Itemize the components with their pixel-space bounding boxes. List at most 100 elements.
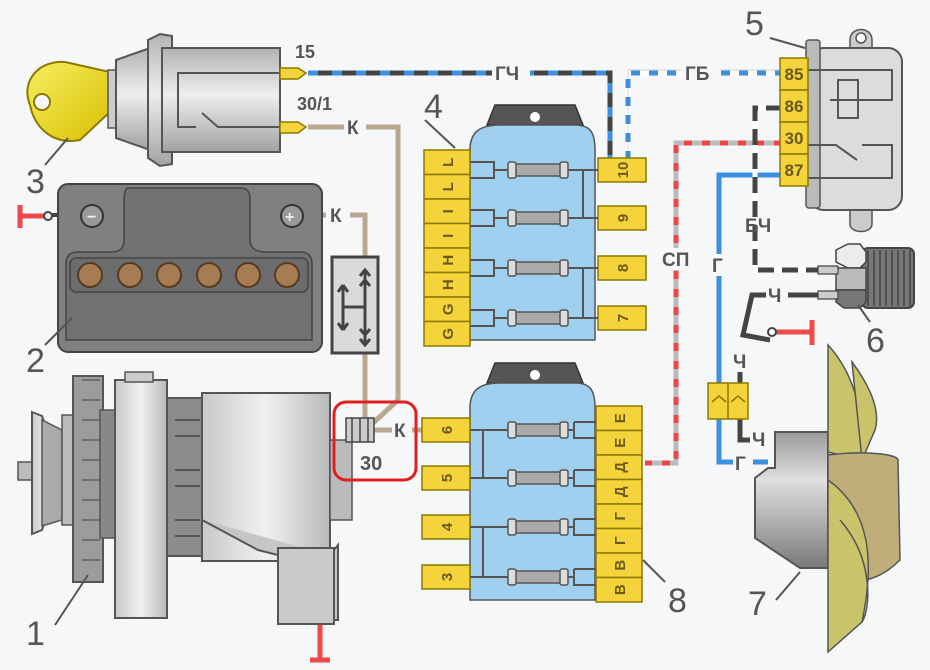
pin-right-7: 7: [597, 305, 647, 331]
relay-pin-86: 86: [779, 89, 809, 123]
svg-text:H: H: [440, 279, 457, 290]
pin-label-30-1: 30/1: [297, 94, 332, 114]
battery-minus-terminal: −: [80, 204, 104, 228]
pin-right-10: 10: [597, 157, 647, 183]
pin-right-1: Е: [595, 429, 643, 456]
wire-label-ch-sensor: Ч: [768, 286, 781, 307]
svg-text:H: H: [440, 255, 457, 266]
relay: 85 86 30 87 5: [745, 5, 903, 233]
fuse-block-4: L L I I H H G G 10 9 8 7 4: [423, 88, 647, 347]
component-number-8: 8: [668, 582, 687, 620]
wire-label-k-alternator: К: [394, 421, 406, 442]
thermal-fuse: [707, 382, 749, 420]
relay-pin-30: 30: [779, 121, 809, 155]
ground-battery: [17, 205, 53, 228]
pin-right-0: Е: [595, 405, 643, 432]
svg-text:87: 87: [785, 161, 804, 180]
pin-right-2: Д: [595, 454, 643, 481]
ground-alternator: [310, 625, 330, 663]
ignition-switch: 15 30/1 3: [26, 32, 332, 201]
inline-connector: [330, 255, 380, 355]
svg-text:G: G: [440, 303, 457, 315]
svg-text:Д: Д: [612, 462, 629, 473]
fan-motor: 7: [748, 343, 901, 654]
svg-text:9: 9: [615, 214, 632, 222]
wire-label-g: Г: [712, 256, 723, 277]
fuse-icon: [507, 421, 569, 439]
pin-left-3: I: [423, 222, 471, 249]
pin-right-3: Д: [595, 478, 643, 505]
wire-label-ch-upper: Ч: [733, 352, 746, 373]
wire-label-k-switch: К: [347, 118, 359, 139]
svg-text:Е: Е: [612, 413, 629, 423]
svg-text:L: L: [440, 182, 457, 191]
pin-right-4: Г: [595, 503, 643, 530]
component-number-3: 3: [26, 163, 45, 201]
component-number-4: 4: [424, 88, 443, 126]
svg-text:Г: Г: [612, 536, 629, 545]
fuse-icon: [507, 568, 569, 586]
svg-text:30: 30: [785, 129, 804, 148]
pin-right-5: Г: [595, 527, 643, 554]
svg-text:В: В: [612, 584, 629, 595]
wire-label-gb: ГБ: [685, 64, 709, 85]
relay-pins: 85 86 30 87: [779, 57, 809, 187]
wire-label-sp: СП: [662, 250, 689, 271]
component-number-6: 6: [866, 322, 885, 360]
pin-left-2: I: [423, 198, 471, 225]
pin-label-15: 15: [295, 42, 315, 62]
component-number-5: 5: [745, 5, 764, 43]
svg-text:6: 6: [439, 426, 456, 434]
svg-text:7: 7: [615, 314, 632, 322]
wire-bch: [752, 105, 836, 273]
svg-text:Г: Г: [612, 512, 629, 521]
fuse-icon: [507, 518, 569, 536]
pin-right-8: 8: [597, 255, 647, 281]
pin-left-1: L: [423, 173, 471, 200]
svg-text:+: +: [285, 209, 294, 226]
temperature-sensor: 6: [817, 243, 915, 360]
svg-text:L: L: [440, 158, 457, 167]
svg-text:4: 4: [439, 522, 456, 531]
svg-text:86: 86: [785, 97, 804, 116]
wire-label-k-battery: К: [330, 206, 342, 227]
highlight-terminal-30: [332, 400, 418, 482]
fuse-icon: [507, 209, 569, 227]
fuse-block-4-left-pins: L L I I H H G G: [423, 149, 471, 347]
component-number-1: 1: [26, 615, 45, 653]
pin-left-0: L: [423, 149, 471, 176]
alternator-terminal-30: [345, 417, 375, 443]
wire-label-g-motor: Г: [735, 454, 746, 475]
svg-text:8: 8: [615, 264, 632, 272]
svg-text:I: I: [440, 234, 457, 238]
svg-text:−: −: [87, 209, 96, 226]
wire-ch-sensor: [739, 292, 836, 343]
fuse-block-8-left-pins: 6 5 4 3: [421, 417, 471, 590]
relay-pin-85: 85: [779, 57, 809, 91]
pin-label-30: 30: [360, 453, 382, 475]
pin-left-4: H: [423, 247, 471, 274]
svg-text:10: 10: [615, 162, 632, 179]
svg-text:I: I: [440, 209, 457, 213]
wire-gb: [625, 69, 780, 160]
terminal-30-1: [279, 121, 308, 134]
pin-left-7: G: [423, 320, 471, 347]
svg-text:3: 3: [439, 573, 456, 581]
pin-left-6: G: [423, 296, 471, 323]
fuse-block-4-fuses: [470, 161, 598, 327]
wire-labels: ГЧ ГБ К К К СП БЧ Г Ч Ч Ч Г: [326, 62, 788, 475]
pin-right-7: В: [595, 576, 643, 603]
pin-right-6: В: [595, 552, 643, 579]
battery-plus-terminal: +: [280, 204, 304, 228]
alternator: 1: [17, 371, 375, 653]
battery-cell-caps: [77, 262, 300, 288]
wire-label-bch: БЧ: [745, 216, 771, 237]
fuse-block-4-right-pins: 10 9 8 7: [597, 157, 647, 331]
svg-text:G: G: [440, 328, 457, 340]
pin-left-4: 4: [421, 514, 471, 540]
pin-left-3: 3: [421, 564, 471, 590]
pin-left-5: 5: [421, 465, 471, 491]
battery: − + 2: [26, 183, 323, 380]
fuse-block-8-fuses: [470, 421, 596, 586]
